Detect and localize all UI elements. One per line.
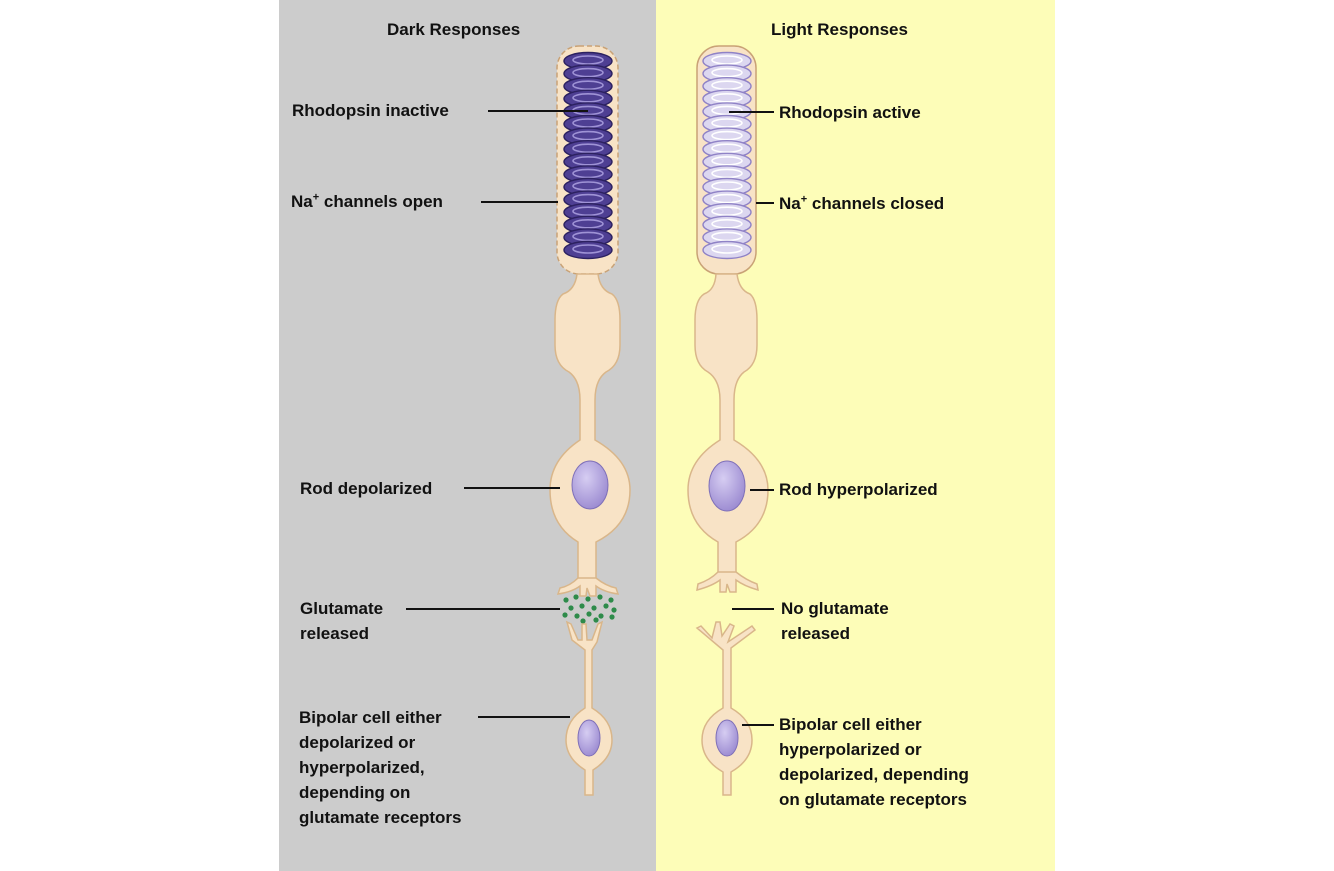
dark-inner-segment <box>549 273 631 583</box>
label-na-charge: + <box>312 191 320 204</box>
glutamate-molecule <box>563 597 569 603</box>
glutamate-molecule <box>573 594 579 600</box>
dark-bipolar-line: hyperpolarized, <box>299 758 425 777</box>
light-disc-highlight <box>711 67 743 78</box>
label-rhodopsin-inactive: Rhodopsin inactive <box>292 101 449 120</box>
light-disc-highlight <box>711 206 743 216</box>
glutamate-molecule <box>562 612 568 618</box>
dark-rod-nucleus <box>571 460 609 510</box>
label-light-bipolar: Bipolar cell either hyperpolarized or de… <box>779 712 969 812</box>
dark-discs <box>563 51 613 260</box>
light-disc-highlight <box>711 193 743 204</box>
dark-disc-highlight <box>572 168 604 179</box>
dark-disc-highlight <box>572 143 604 153</box>
dark-disc-highlight <box>572 80 604 90</box>
label-na-text: channels open <box>319 192 443 211</box>
glutamate-molecule <box>574 613 580 619</box>
label-na-element: Na <box>291 192 313 211</box>
light-bipolar-line: depolarized, depending <box>779 765 969 784</box>
leader-lines <box>406 110 774 726</box>
dark-disc-highlight <box>572 55 604 65</box>
light-disc-highlight <box>711 55 743 65</box>
light-disc-highlight <box>711 93 743 103</box>
label-glutamate-released: Glutamate released <box>300 596 383 646</box>
light-bipolar-line: on glutamate receptors <box>779 790 967 809</box>
dark-disc-highlight <box>572 118 604 128</box>
label-na-text: channels closed <box>807 194 945 213</box>
light-discs <box>702 51 752 260</box>
glutamate-molecule <box>586 611 592 617</box>
label-no-glutamate-released: No glutamate released <box>781 596 889 646</box>
glutamate-molecule <box>591 605 597 611</box>
label-rod-depolarized: Rod depolarized <box>300 479 433 498</box>
glutamate-molecule <box>585 596 591 602</box>
light-disc-highlight <box>711 143 743 153</box>
dark-bipolar-line: Bipolar cell either <box>299 708 442 727</box>
dark-disc-highlight <box>572 130 604 141</box>
dark-disc-highlight <box>572 193 604 204</box>
glutamate-molecule <box>597 594 603 600</box>
label-dark-bipolar: Bipolar cell either depolarized or hyper… <box>299 705 462 830</box>
light-inner-segment <box>687 273 769 577</box>
dark-disc-highlight <box>572 93 604 103</box>
glutamate-molecule <box>598 613 604 619</box>
light-bipolar-line: hyperpolarized or <box>779 740 922 759</box>
glutamate-molecule <box>609 614 615 620</box>
glutamate-molecule <box>593 617 599 623</box>
light-bipolar-cell <box>695 621 757 796</box>
light-disc-highlight <box>711 181 743 191</box>
label-glutamate-line2: released <box>300 624 369 643</box>
dark-bipolar-line: depolarized or <box>299 733 416 752</box>
glutamate-molecule <box>603 603 609 609</box>
label-na-element: Na <box>779 194 801 213</box>
light-disc-highlight <box>711 105 743 116</box>
dark-synaptic-terminal <box>556 577 620 597</box>
label-rhodopsin-active: Rhodopsin active <box>779 103 921 122</box>
dark-disc-highlight <box>572 181 604 191</box>
light-disc <box>702 240 752 260</box>
light-bipolar-line: Bipolar cell either <box>779 715 922 734</box>
dark-bipolar-cell <box>565 620 613 796</box>
dark-responses-heading: Dark Responses <box>387 20 521 39</box>
light-rod-nucleus <box>708 460 746 512</box>
dark-disc <box>563 240 613 260</box>
dark-disc-highlight <box>572 206 604 216</box>
light-bipolar-nucleus <box>715 719 739 757</box>
label-na-channels-open: Na+ channels open <box>291 189 443 214</box>
light-disc-highlight <box>711 118 743 128</box>
light-responses-heading: Light Responses <box>771 20 908 39</box>
light-synaptic-terminal <box>696 571 759 593</box>
light-disc-highlight <box>711 130 743 141</box>
dark-disc-highlight <box>572 231 604 242</box>
dark-bipolar-line: glutamate receptors <box>299 808 462 827</box>
dark-disc-highlight <box>572 244 604 254</box>
label-rod-hyperpolarized: Rod hyperpolarized <box>779 480 938 499</box>
dark-bipolar-nucleus <box>577 719 601 757</box>
light-disc-highlight <box>711 80 743 90</box>
dark-disc-highlight <box>572 67 604 78</box>
light-disc-highlight <box>711 244 743 254</box>
light-rod-cell <box>687 45 769 796</box>
light-disc-highlight <box>711 219 743 229</box>
label-no-glutamate-line1: No glutamate <box>781 599 889 618</box>
dark-disc-highlight <box>572 219 604 229</box>
glutamate-molecule <box>608 597 614 603</box>
glutamate-molecule <box>580 618 586 624</box>
dark-rod-cell <box>549 45 631 796</box>
glutamate-molecule <box>611 607 617 613</box>
label-glutamate-line1: Glutamate <box>300 599 384 618</box>
glutamate-molecule <box>568 605 574 611</box>
dark-bipolar-line: depending on <box>299 783 411 802</box>
light-disc-highlight <box>711 168 743 179</box>
glutamate-molecule <box>579 603 585 609</box>
label-no-glutamate-line2: released <box>781 624 850 643</box>
label-na-charge: + <box>800 193 808 206</box>
dark-disc-highlight <box>572 156 604 166</box>
label-na-channels-closed: Na+ channels closed <box>779 191 944 216</box>
light-disc-highlight <box>711 231 743 242</box>
light-disc-highlight <box>711 156 743 166</box>
glutamate-dots <box>562 594 617 624</box>
